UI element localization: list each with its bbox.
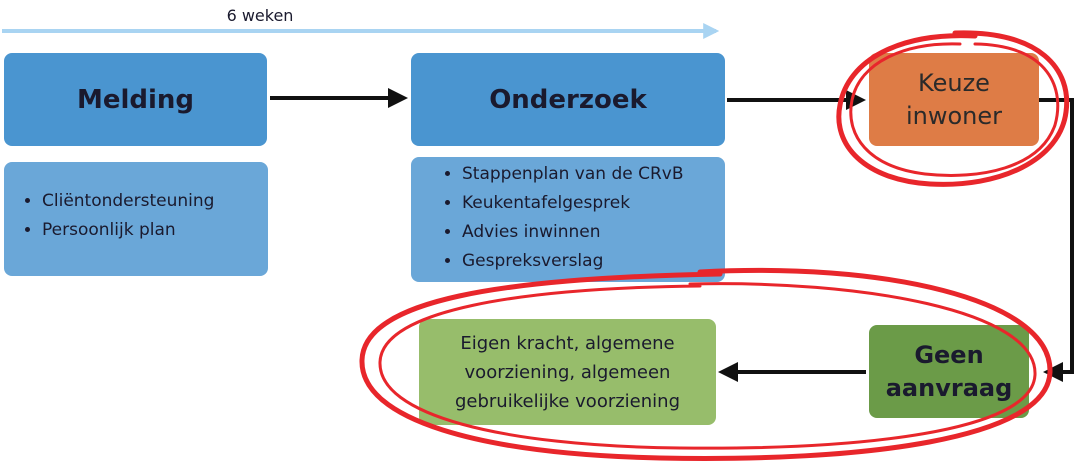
melding-list-item: Persoonlijk plan (42, 216, 268, 245)
melding-list-item: Cliëntondersteuning (42, 187, 268, 216)
onderzoek-label: Onderzoek (489, 84, 647, 115)
geen-line: Geen (914, 341, 984, 370)
geen-aanvraag-box: Geen aanvraag (869, 325, 1029, 418)
timeline-label: 6 weken (226, 6, 294, 25)
onderzoek-box: Onderzoek (411, 53, 725, 146)
highlight-circle-keuze-inner (849, 42, 1060, 177)
onderzoek-list-item: Stappenplan van de CRvB (462, 160, 725, 189)
melding-label: Melding (76, 84, 195, 115)
highlight-circle-bottom-inner (378, 282, 1037, 450)
melding-box: Melding (4, 53, 267, 146)
onderzoek-list-item: Keukentafelgesprek (462, 189, 725, 218)
eigen-line: voorziening, algemeen (464, 361, 671, 383)
eigen-kracht-box: Eigen kracht, algemene voorziening, alge… (419, 319, 716, 425)
onderzoek-details: Stappenplan van de CRvB Keukentafelgespr… (411, 157, 725, 282)
geen-line: aanvraag (885, 373, 1013, 402)
eigen-line: Eigen kracht, algemene (460, 332, 675, 354)
keuze-line: Keuze (918, 69, 990, 98)
highlight-circle-bottom (359, 267, 1053, 461)
keuze-line: inwoner (905, 101, 1003, 130)
onderzoek-list-item: Advies inwinnen (462, 218, 725, 247)
arrow-keuze-geen (1039, 98, 1074, 382)
eigen-line: gebruikelijke voorziening (454, 390, 681, 412)
keuze-inwoner-box: Keuze inwoner (869, 53, 1039, 146)
highlight-circle-keuze (836, 30, 1070, 187)
melding-details: Cliëntondersteuning Persoonlijk plan (4, 162, 268, 276)
onderzoek-list-item: Gespreksverslag (462, 247, 725, 276)
